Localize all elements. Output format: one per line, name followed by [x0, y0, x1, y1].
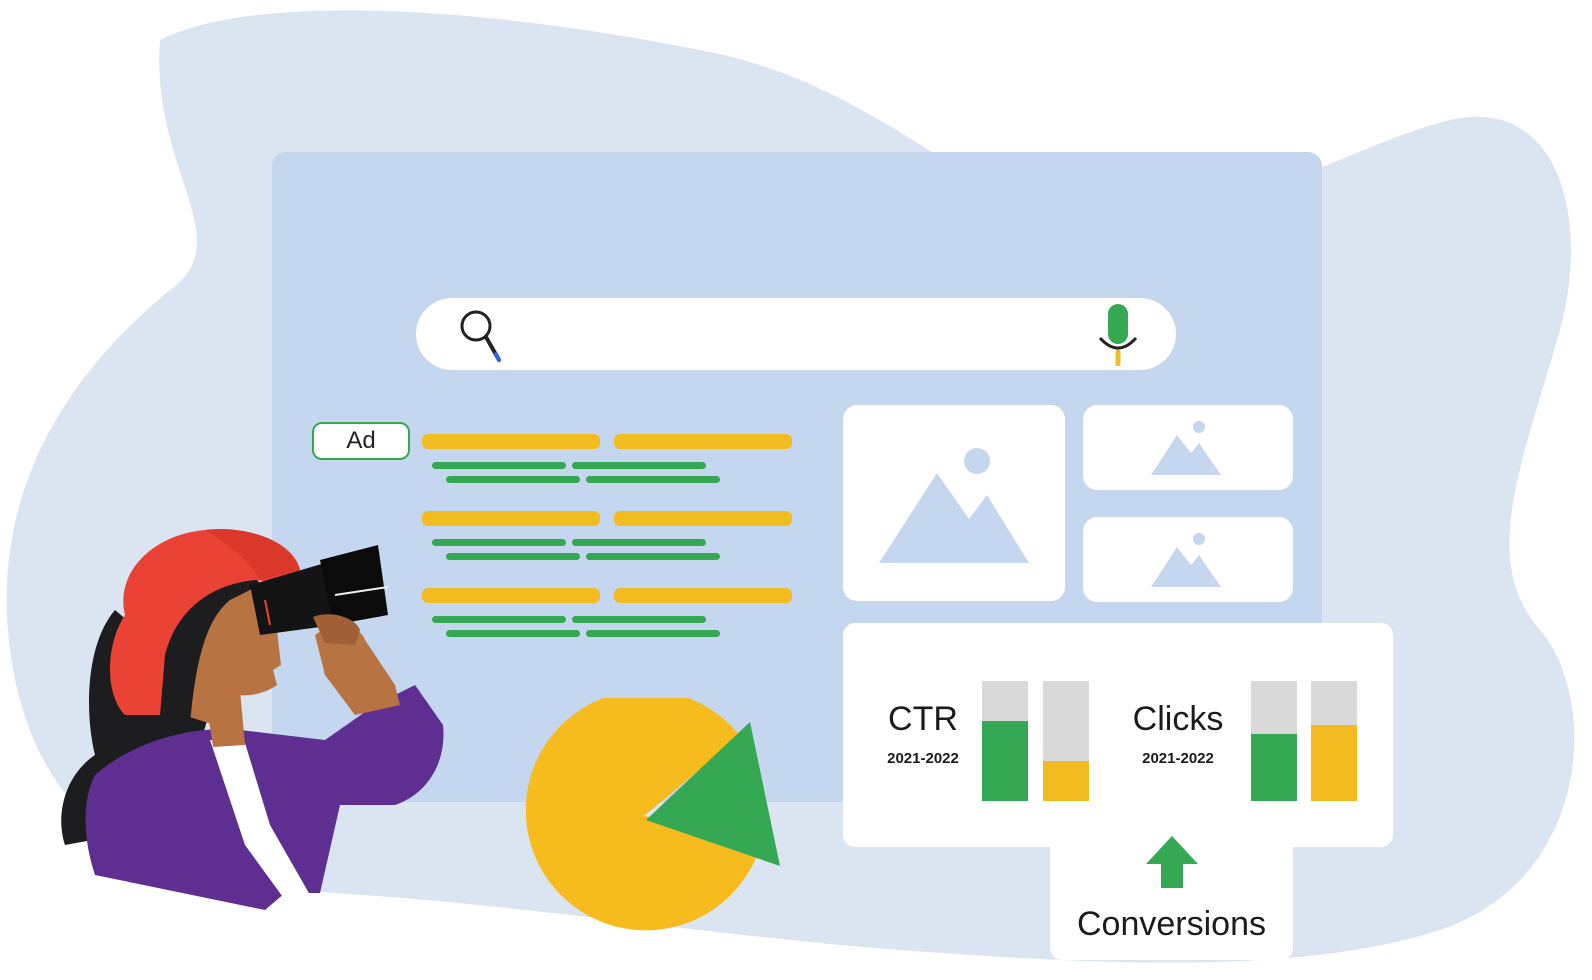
conversions-label: Conversions: [1077, 905, 1266, 943]
image-card-small-top[interactable]: [1083, 405, 1293, 490]
result-description-line: [572, 616, 706, 623]
result-description-line: [446, 630, 580, 637]
result-description-line: [572, 539, 706, 546]
image-placeholder-icon: [879, 448, 1029, 563]
result-description-line: [586, 630, 720, 637]
result-description-line: [446, 476, 580, 483]
image-placeholder-icon: [1151, 533, 1221, 587]
arrow-up-icon: [1146, 836, 1198, 888]
result-description-line: [586, 553, 720, 560]
result-title-line: [422, 434, 600, 449]
result-description-line: [572, 462, 706, 469]
result-description-line: [432, 539, 566, 546]
search-bar[interactable]: [416, 298, 1176, 370]
clicks-period: 2021-2022: [1142, 750, 1214, 767]
ctr-label: CTR: [888, 700, 958, 738]
result-description-line: [586, 476, 720, 483]
microphone-icon[interactable]: [1096, 302, 1140, 366]
pie-chart-icon: [525, 698, 780, 931]
result-title-line: [422, 511, 600, 526]
woman-with-binoculars: [61, 529, 444, 910]
result-title-line: [614, 434, 792, 449]
metrics-card: [843, 623, 1393, 847]
ad-badge-label: Ad: [346, 427, 376, 454]
result-description-line: [432, 462, 566, 469]
clicks-bar-1: [1251, 681, 1297, 801]
ctr-bar-2: [1043, 681, 1089, 801]
result-description-line: [446, 553, 580, 560]
image-placeholder-icon: [1151, 421, 1221, 475]
clicks-bar-2: [1311, 681, 1357, 801]
image-card-large[interactable]: [843, 405, 1065, 601]
ctr-period: 2021-2022: [887, 750, 959, 767]
ctr-bar-2-fill: [1043, 761, 1089, 801]
image-card-small-bottom[interactable]: [1083, 517, 1293, 602]
result-title-line: [422, 588, 600, 603]
ctr-bar-1-fill: [982, 720, 1028, 801]
ctr-bar-1: [982, 681, 1028, 801]
clicks-label: Clicks: [1132, 700, 1224, 738]
clicks-bar-1-fill: [1251, 733, 1297, 801]
result-title-line: [614, 511, 792, 526]
result-title-line: [614, 588, 792, 603]
result-description-line: [432, 616, 566, 623]
search-icon[interactable]: [456, 306, 508, 364]
clicks-bar-2-fill: [1311, 725, 1357, 801]
ad-badge: Ad: [312, 422, 410, 460]
